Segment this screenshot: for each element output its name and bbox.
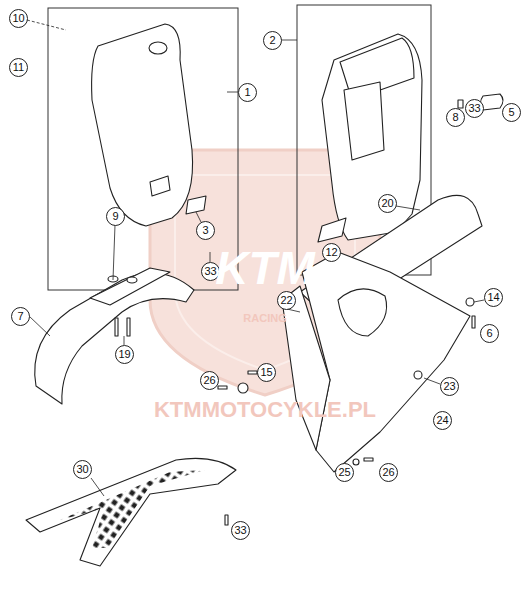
leader-line: [227, 92, 238, 93]
leader-line: [396, 206, 420, 210]
side-panel: [302, 252, 470, 472]
screw-part: [248, 371, 257, 374]
leader-line: [27, 20, 66, 30]
decal-part: [318, 218, 346, 242]
callout-number: 8: [446, 108, 465, 127]
callout-number: 7: [11, 307, 30, 326]
callout-number: 33: [231, 521, 250, 540]
headlight-mask-opening: [344, 82, 384, 160]
screw-part: [115, 318, 118, 336]
watermark-text: KTMMOTOCYKLE.PL: [154, 397, 376, 423]
callout-number: 9: [106, 207, 125, 226]
nut-part: [238, 383, 248, 393]
leader-line: [196, 212, 201, 222]
screw-part: [225, 515, 228, 525]
callout-number: 24: [433, 411, 452, 430]
number-plate: [92, 24, 193, 226]
callout-number: 11: [9, 58, 28, 77]
leader-line: [210, 252, 211, 262]
callout-number: 10: [9, 9, 28, 28]
callout-number: 15: [257, 363, 276, 382]
callout-number: 23: [440, 377, 459, 396]
screw-part: [458, 100, 463, 108]
screw-part: [127, 318, 130, 336]
front-fender-mount: [90, 268, 170, 305]
callout-number: 3: [196, 221, 215, 240]
callout-number: 19: [115, 345, 134, 364]
callout-number: 26: [200, 371, 219, 390]
callout-number: 26: [379, 463, 398, 482]
group-frame: [48, 8, 238, 290]
grommet-part: [466, 298, 474, 306]
sticker-part: [186, 196, 206, 214]
callout-number: 30: [73, 460, 92, 479]
side-panel: [282, 286, 330, 450]
lattice-texture: [60, 470, 205, 548]
screw-part: [218, 386, 227, 389]
rear-fender-support: [26, 458, 236, 566]
callout-number: 2: [263, 31, 282, 50]
leader-line: [91, 478, 104, 496]
side-panel-opening: [338, 289, 387, 336]
washer-part: [353, 459, 359, 465]
watermark-text: KTM: [215, 241, 315, 295]
number-plate-clip: [150, 176, 170, 196]
number-plate-hole: [149, 42, 167, 54]
callout-number: 5: [502, 103, 521, 122]
screw-part: [364, 458, 373, 461]
screw-part: [472, 316, 475, 328]
callout-number: 20: [378, 194, 397, 213]
callout-number: 6: [480, 324, 499, 343]
leader-line: [113, 225, 115, 280]
headlight-mask: [322, 34, 422, 240]
leader-line: [424, 378, 440, 384]
callout-number: 1: [238, 83, 257, 102]
callout-number: 33: [465, 99, 484, 118]
leader-line: [29, 316, 50, 336]
washer-part: [127, 277, 137, 283]
watermark-text: RACING: [243, 312, 286, 324]
callout-number: 12: [322, 243, 341, 262]
leader-line: [474, 300, 484, 302]
callout-number: 14: [484, 288, 503, 307]
callout-number: 25: [335, 463, 354, 482]
leader-line: [124, 336, 125, 345]
spacer-part: [414, 371, 422, 379]
leader-line: [281, 40, 297, 41]
